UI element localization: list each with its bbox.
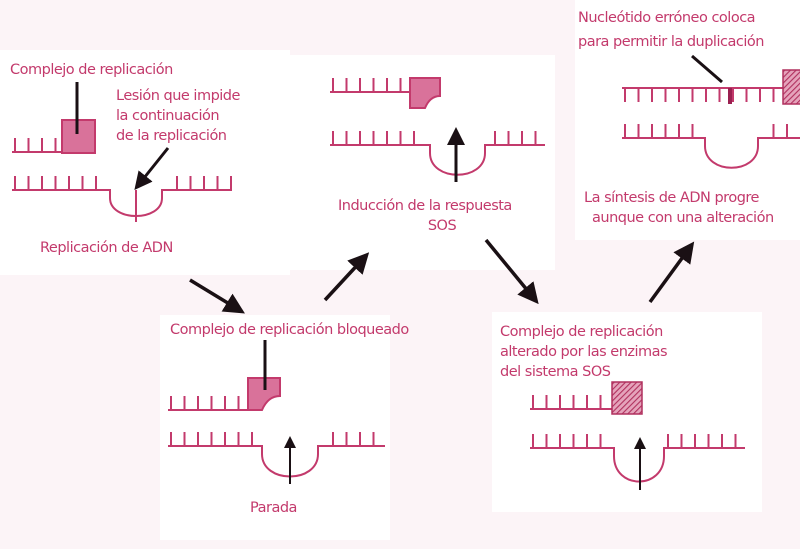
blocked-caption: Parada — [250, 500, 297, 516]
lesion-pointer-arrow — [134, 147, 170, 191]
flow-arrow-3 — [484, 238, 539, 305]
altered-complex-hatched — [611, 381, 643, 415]
progress-caption-2: aunque con una alteración — [592, 210, 774, 226]
progress-title-2: para permitir la duplicación — [578, 34, 764, 50]
progress-title-1: Nucleótido erróneo coloca — [578, 10, 755, 26]
altered-title-2: alterado por las enzimas — [500, 344, 667, 360]
panel-blocked — [160, 315, 390, 540]
panel-replication — [0, 50, 290, 275]
altered-panel: Complejo de replicación alterado por las… — [500, 324, 745, 490]
altered-title-1: Complejo de replicación — [500, 324, 663, 340]
dna-strand — [530, 395, 612, 410]
blocked-title: Complejo de replicación bloqueado — [170, 322, 409, 338]
dna-strand — [12, 138, 62, 153]
flow-arrow-2 — [323, 252, 370, 302]
replication-complex — [409, 77, 441, 109]
altered-title-3: del sistema SOS — [500, 364, 611, 380]
lesion-label-2: la continuación — [116, 108, 219, 124]
flow-arrow-4 — [648, 241, 695, 304]
progress-panel: Nucleótido erróneo coloca para permitir … — [578, 10, 800, 226]
replication-panel: Complejo de replicación Lesión que impid… — [10, 62, 241, 256]
replication-caption: Replicación de ADN — [40, 240, 173, 256]
lesion-label-3: de la replicación — [116, 128, 227, 144]
blocked-panel: Complejo de replicación bloqueado Parada — [168, 322, 410, 516]
complex-label: Complejo de replicación — [10, 62, 173, 78]
sos-caption-2: SOS — [428, 218, 457, 234]
sos-induction-panel: Inducción de la respuesta SOS — [330, 77, 545, 234]
blocked-complex — [247, 377, 281, 411]
progress-caption-1: La síntesis de ADN progre — [584, 190, 760, 206]
dna-strand — [622, 124, 800, 169]
sos-caption-1: Inducción de la respuesta — [338, 198, 512, 214]
altered-complex-hatched — [782, 69, 800, 105]
dna-strand — [330, 78, 410, 93]
lesion-label-1: Lesión que impide — [116, 88, 241, 104]
pointer-line — [691, 54, 723, 84]
panel-progress — [575, 0, 800, 240]
dna-strand — [622, 87, 783, 102]
dna-strand — [168, 396, 248, 411]
flow-arrow-1 — [189, 278, 245, 314]
